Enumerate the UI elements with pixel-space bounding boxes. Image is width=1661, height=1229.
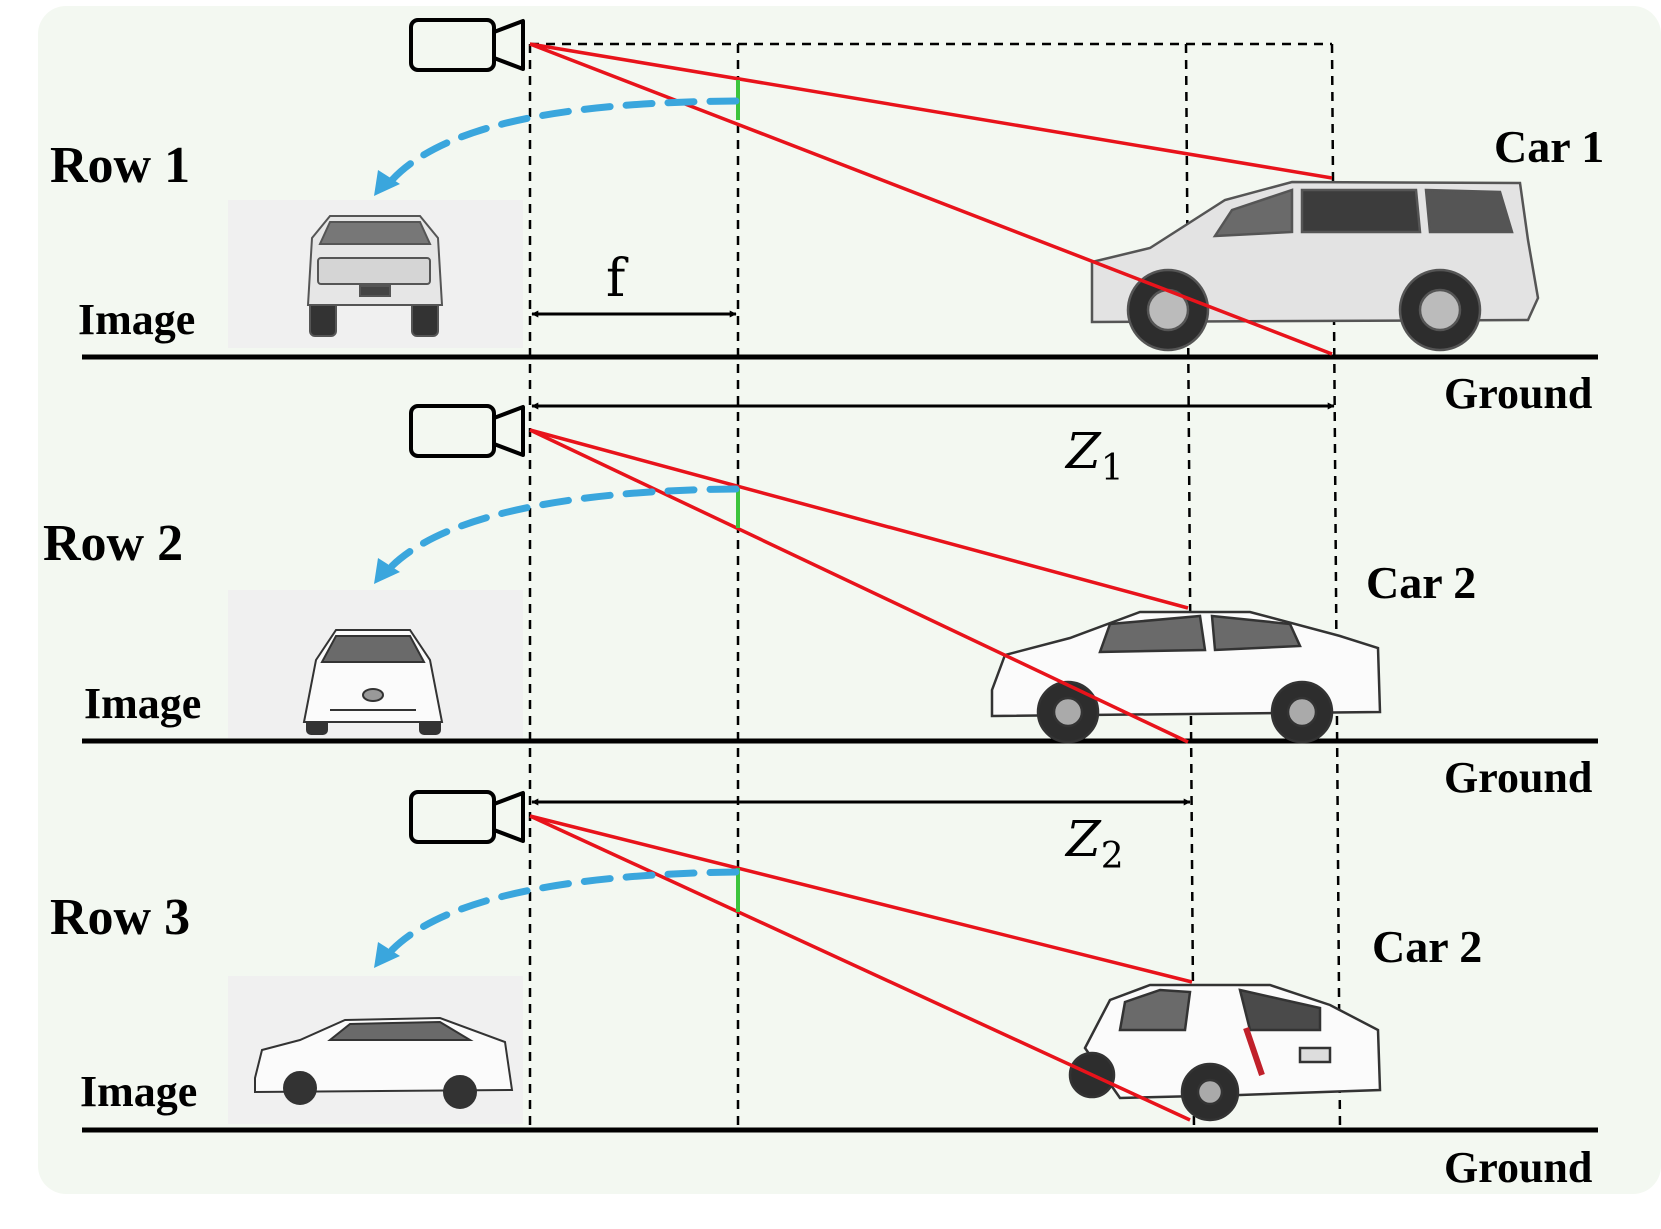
ray-top-row-3 bbox=[529, 814, 1193, 984]
z1-symbol: Z bbox=[1064, 422, 1102, 480]
sedan-side-view-icon bbox=[990, 610, 1382, 744]
projection-arrows bbox=[388, 97, 740, 954]
car-label-row-2: Car 2 bbox=[1366, 557, 1476, 608]
thumbnail-row-3 bbox=[228, 976, 523, 1124]
distance-label-z2: Z2 bbox=[1064, 810, 1124, 877]
ray-top-row-2 bbox=[529, 428, 1189, 610]
sedan-side-view-icon bbox=[254, 1016, 514, 1109]
dimension-arrows bbox=[531, 310, 1335, 806]
curved-arrow-row-3 bbox=[388, 868, 740, 954]
projection-rays bbox=[529, 42, 1333, 1122]
ray-bottom-row-2 bbox=[529, 428, 1189, 744]
ground-label-row-2: Ground bbox=[1444, 753, 1592, 802]
suv-front-view-icon bbox=[306, 215, 444, 337]
z2-symbol: Z bbox=[1064, 810, 1102, 868]
curved-arrow-row-2 bbox=[388, 485, 740, 570]
ground-lines bbox=[82, 354, 1598, 1133]
row-label-1: Row 1 bbox=[50, 137, 190, 194]
ground-label-row-1: Ground bbox=[1444, 369, 1592, 418]
z1-subscript: 1 bbox=[1101, 448, 1124, 489]
ray-bottom-row-3 bbox=[529, 814, 1191, 1122]
arrow-head-icon bbox=[374, 942, 400, 968]
sedan-rear-three-quarter-view-icon bbox=[1068, 983, 1382, 1122]
row-label-2: Row 2 bbox=[43, 515, 183, 572]
ray-bottom-row-1 bbox=[529, 42, 1333, 356]
ray-top-row-1 bbox=[529, 42, 1333, 180]
arrow-head-icon bbox=[374, 558, 400, 584]
arrowheads bbox=[374, 170, 400, 968]
row-label-3: Row 3 bbox=[50, 889, 190, 946]
arrow-head-icon bbox=[374, 170, 400, 196]
image-label-row-1: Image bbox=[78, 295, 195, 344]
suv-side-view-icon bbox=[1090, 180, 1540, 352]
curved-arrow-row-1 bbox=[388, 97, 740, 184]
focal-length-label: f bbox=[606, 249, 629, 309]
ground-label-row-3: Ground bbox=[1444, 1143, 1592, 1192]
car-label-row-3: Car 2 bbox=[1372, 921, 1482, 972]
z2-subscript: 2 bbox=[1101, 836, 1124, 877]
thumbnail-row-2 bbox=[228, 590, 523, 738]
car-label-row-1: Car 1 bbox=[1494, 121, 1604, 172]
distance-label-z1: Z1 bbox=[1064, 422, 1124, 489]
sedan-front-view-icon bbox=[302, 629, 444, 735]
thumbnail-row-1 bbox=[228, 200, 523, 348]
image-label-row-3: Image bbox=[80, 1067, 197, 1116]
image-label-row-2: Image bbox=[84, 679, 201, 728]
